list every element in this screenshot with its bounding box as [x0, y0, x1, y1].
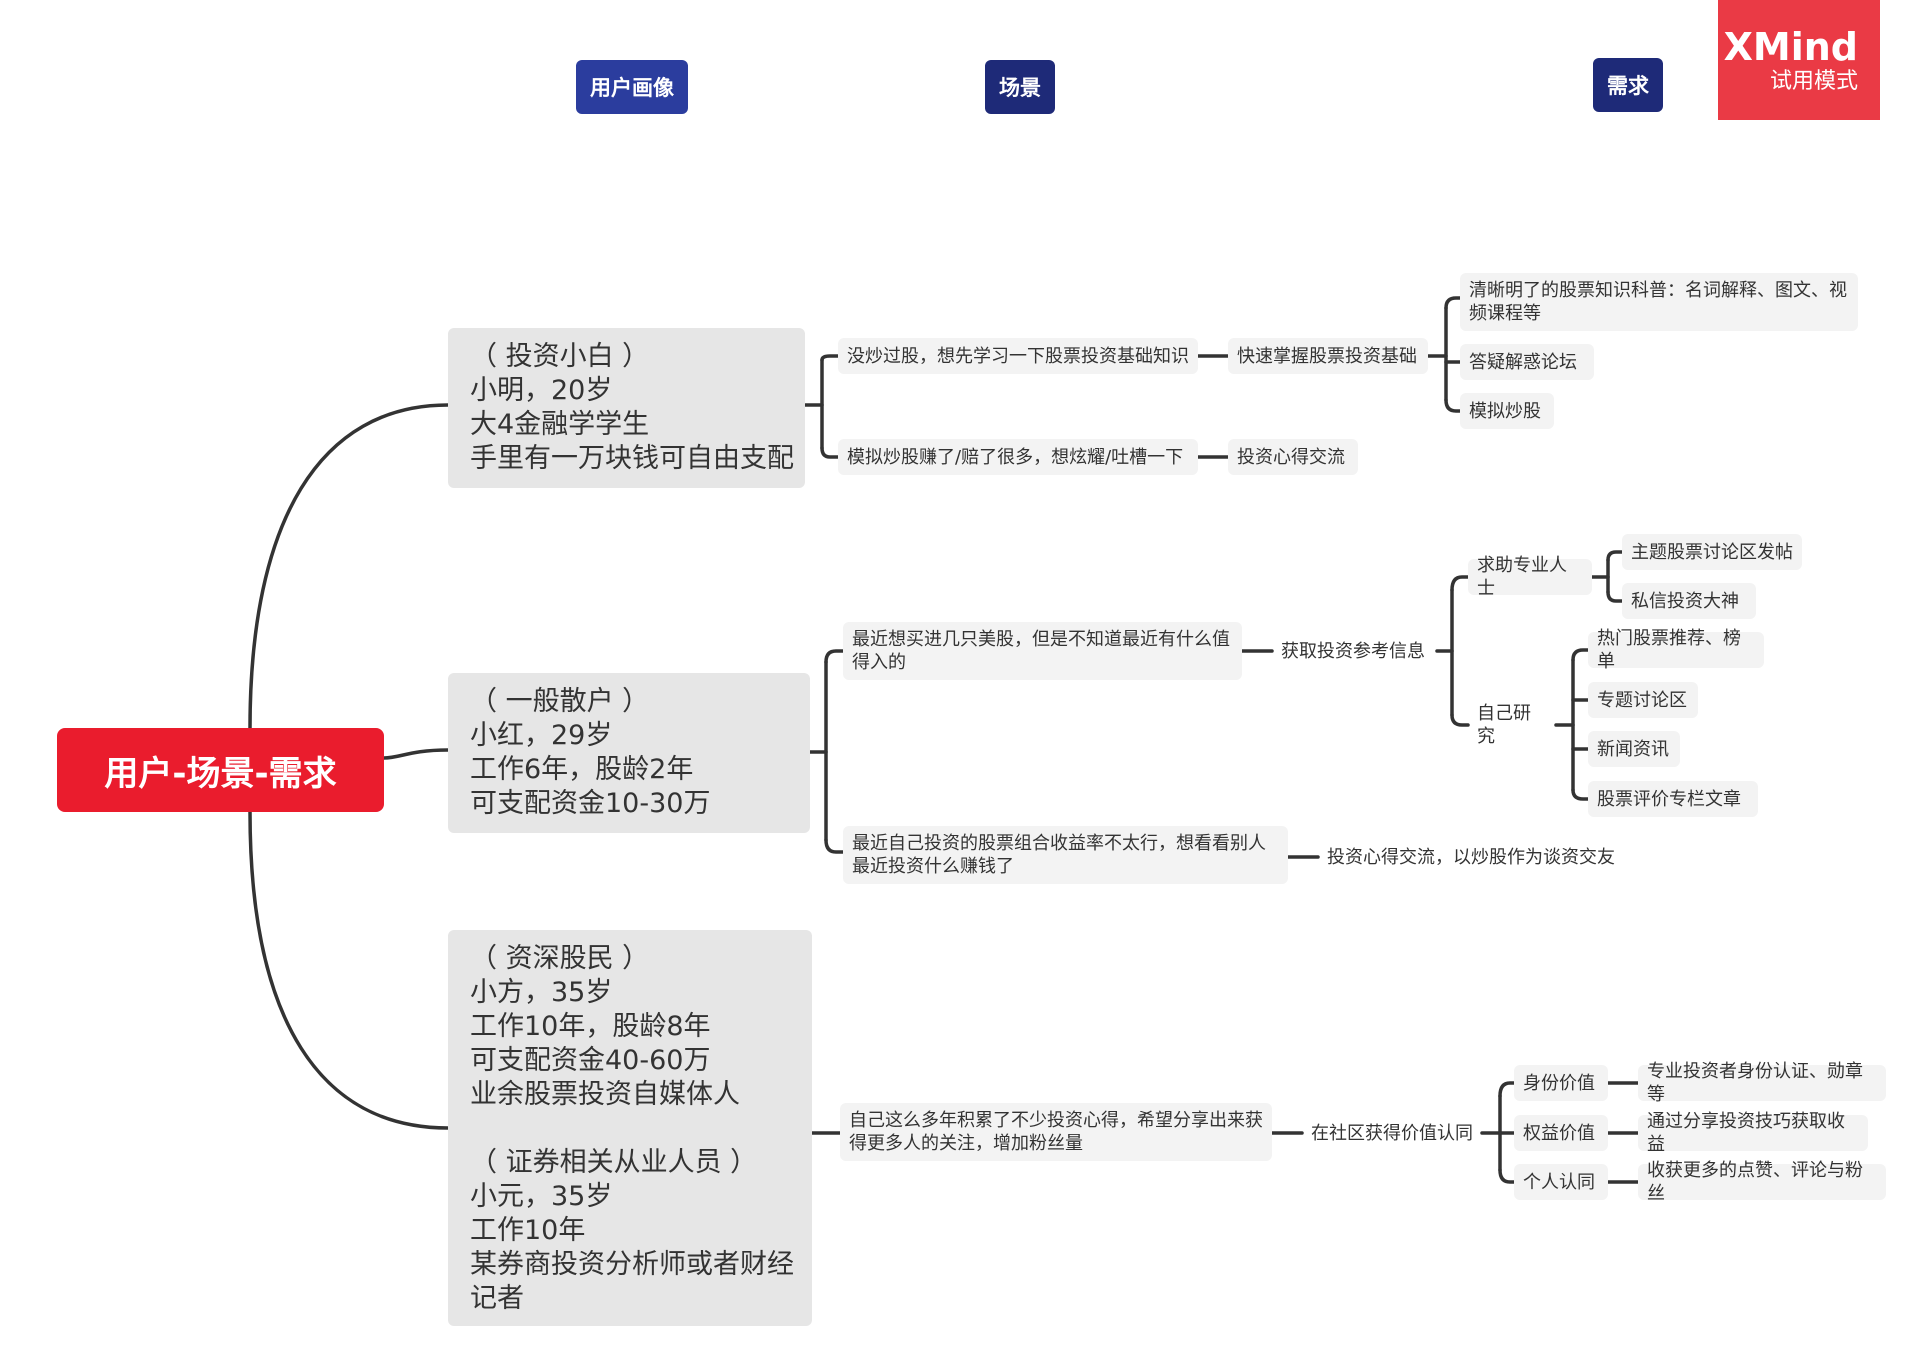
scene-label: 最近想买进几只美股，但是不知道最近有什么值得入的: [852, 629, 1230, 673]
persona-line: 小明，20岁: [470, 375, 613, 406]
sub-need-label: 自己研究: [1477, 703, 1531, 747]
central-topic[interactable]: 用户-场景-需求: [57, 728, 384, 812]
trial-mode-label: 试用模式: [1769, 69, 1858, 94]
detail-label: 专业投资者身份认证、勋章等: [1647, 1061, 1863, 1105]
need-topic[interactable]: 投资心得交流，以炒股作为谈资交友: [1318, 839, 1628, 875]
scene-topic[interactable]: 模拟炒股赚了/赔了很多，想炫耀/吐槽一下: [838, 439, 1198, 475]
need-topic[interactable]: 在社区获得价值认同: [1302, 1115, 1482, 1151]
value-type-topic[interactable]: 个人认同: [1514, 1164, 1608, 1200]
detail-label: 专题讨论区: [1597, 689, 1687, 711]
sub-need-topic[interactable]: 自己研究: [1468, 703, 1556, 747]
persona-retail-investor[interactable]: （ 一般散户 ） 小红，29岁 工作6年，股龄2年 可支配资金10-30万: [448, 673, 810, 833]
xmind-trial-watermark: XMind 试用模式: [1718, 0, 1880, 120]
scene-label: 没炒过股，想先学习一下股票投资基础知识: [847, 345, 1189, 367]
detail-topic[interactable]: 私信投资大神: [1622, 583, 1756, 619]
persona-line: 大4金融学学生: [470, 409, 650, 440]
detail-topic[interactable]: 清晰明了的股票知识科普：名词解释、图文、视频课程等: [1460, 273, 1858, 331]
value-type-label: 个人认同: [1523, 1171, 1595, 1193]
value-type-label: 身份价值: [1523, 1072, 1595, 1094]
persona-line: 业余股票投资自媒体人: [470, 1079, 740, 1110]
detail-label: 主题股票讨论区发帖: [1631, 541, 1793, 563]
persona-line: 小方，35岁: [470, 977, 613, 1008]
need-label: 快速掌握股票投资基础: [1237, 345, 1417, 367]
persona-novice[interactable]: （ 投资小白 ） 小明，20岁 大4金融学学生 手里有一万块钱可自由支配: [448, 328, 805, 488]
need-topic[interactable]: 获取投资参考信息: [1272, 633, 1437, 669]
detail-topic[interactable]: 答疑解惑论坛: [1460, 344, 1594, 380]
persona-line: 记者: [470, 1283, 524, 1314]
header-badge-scene: 场景: [985, 60, 1055, 114]
scene-topic[interactable]: 最近想买进几只美股，但是不知道最近有什么值得入的: [843, 622, 1242, 680]
sub-need-topic[interactable]: 求助专业人士: [1468, 555, 1592, 599]
need-label: 投资心得交流，以炒股作为谈资交友: [1327, 846, 1615, 868]
detail-label: 通过分享投资技巧获取收益: [1647, 1111, 1845, 1155]
scene-label: 自己这么多年积累了不少投资心得，希望分享出来获得更多人的关注，增加粉丝量: [849, 1110, 1263, 1154]
value-type-topic[interactable]: 权益价值: [1514, 1115, 1608, 1151]
sub-need-label: 求助专业人士: [1477, 555, 1567, 599]
persona-line: 工作10年: [470, 1215, 586, 1246]
scene-topic[interactable]: 自己这么多年积累了不少投资心得，希望分享出来获得更多人的关注，增加粉丝量: [840, 1103, 1272, 1161]
persona-line: 某券商投资分析师或者财经: [470, 1249, 794, 1280]
persona-line: [470, 1112, 790, 1146]
header-badge-need: 需求: [1593, 58, 1663, 112]
detail-label: 清晰明了的股票知识科普：名词解释、图文、视频课程等: [1469, 280, 1847, 324]
need-label: 在社区获得价值认同: [1311, 1122, 1473, 1144]
persona-line: 工作6年，股龄2年: [470, 754, 694, 785]
detail-topic[interactable]: 新闻资讯: [1588, 731, 1680, 767]
detail-label: 答疑解惑论坛: [1469, 351, 1577, 373]
xmind-wordmark: XMind: [1723, 25, 1858, 69]
detail-topic[interactable]: 通过分享投资技巧获取收益: [1638, 1111, 1868, 1155]
detail-label: 热门股票推荐、榜单: [1597, 628, 1741, 672]
need-label: 投资心得交流: [1237, 446, 1345, 468]
persona-line: （ 资深股民 ）: [470, 943, 650, 974]
detail-topic[interactable]: 股票评价专栏文章: [1588, 781, 1758, 817]
detail-topic[interactable]: 模拟炒股: [1460, 393, 1554, 429]
detail-label: 收获更多的点赞、评论与粉丝: [1647, 1160, 1863, 1204]
detail-topic[interactable]: 专业投资者身份认证、勋章等: [1638, 1061, 1886, 1105]
scene-topic[interactable]: 最近自己投资的股票组合收益率不太行，想看看别人最近投资什么赚钱了: [843, 826, 1288, 884]
header-badge-persona: 用户画像: [576, 60, 688, 114]
detail-label: 股票评价专栏文章: [1597, 788, 1741, 810]
need-label: 获取投资参考信息: [1281, 640, 1425, 662]
value-type-label: 权益价值: [1523, 1122, 1595, 1144]
persona-line: 手里有一万块钱可自由支配: [470, 443, 794, 474]
detail-label: 私信投资大神: [1631, 590, 1739, 612]
scene-label: 最近自己投资的股票组合收益率不太行，想看看别人最近投资什么赚钱了: [852, 833, 1266, 877]
persona-line: 可支配资金10-30万: [470, 788, 711, 819]
detail-topic[interactable]: 收获更多的点赞、评论与粉丝: [1638, 1160, 1886, 1204]
persona-line: 可支配资金40-60万: [470, 1045, 711, 1076]
scene-label: 模拟炒股赚了/赔了很多，想炫耀/吐槽一下: [847, 446, 1184, 468]
persona-line: （ 投资小白 ）: [470, 341, 650, 372]
detail-topic[interactable]: 热门股票推荐、榜单: [1588, 628, 1764, 672]
persona-senior-investor[interactable]: （ 资深股民 ） 小方，35岁 工作10年，股龄8年 可支配资金40-60万 业…: [448, 930, 812, 1326]
need-topic[interactable]: 投资心得交流: [1228, 439, 1358, 475]
persona-line: 小元，35岁: [470, 1181, 613, 1212]
persona-line: 工作10年，股龄8年: [470, 1011, 711, 1042]
detail-topic[interactable]: 主题股票讨论区发帖: [1622, 534, 1802, 570]
value-type-topic[interactable]: 身份价值: [1514, 1065, 1608, 1101]
detail-label: 模拟炒股: [1469, 400, 1541, 422]
persona-line: 小红，29岁: [470, 720, 613, 751]
persona-line: （ 证券相关从业人员 ）: [470, 1147, 758, 1178]
scene-topic[interactable]: 没炒过股，想先学习一下股票投资基础知识: [838, 338, 1198, 374]
detail-label: 新闻资讯: [1597, 738, 1669, 760]
detail-topic[interactable]: 专题讨论区: [1588, 682, 1698, 718]
persona-line: （ 一般散户 ）: [470, 686, 650, 717]
need-topic[interactable]: 快速掌握股票投资基础: [1228, 338, 1428, 374]
